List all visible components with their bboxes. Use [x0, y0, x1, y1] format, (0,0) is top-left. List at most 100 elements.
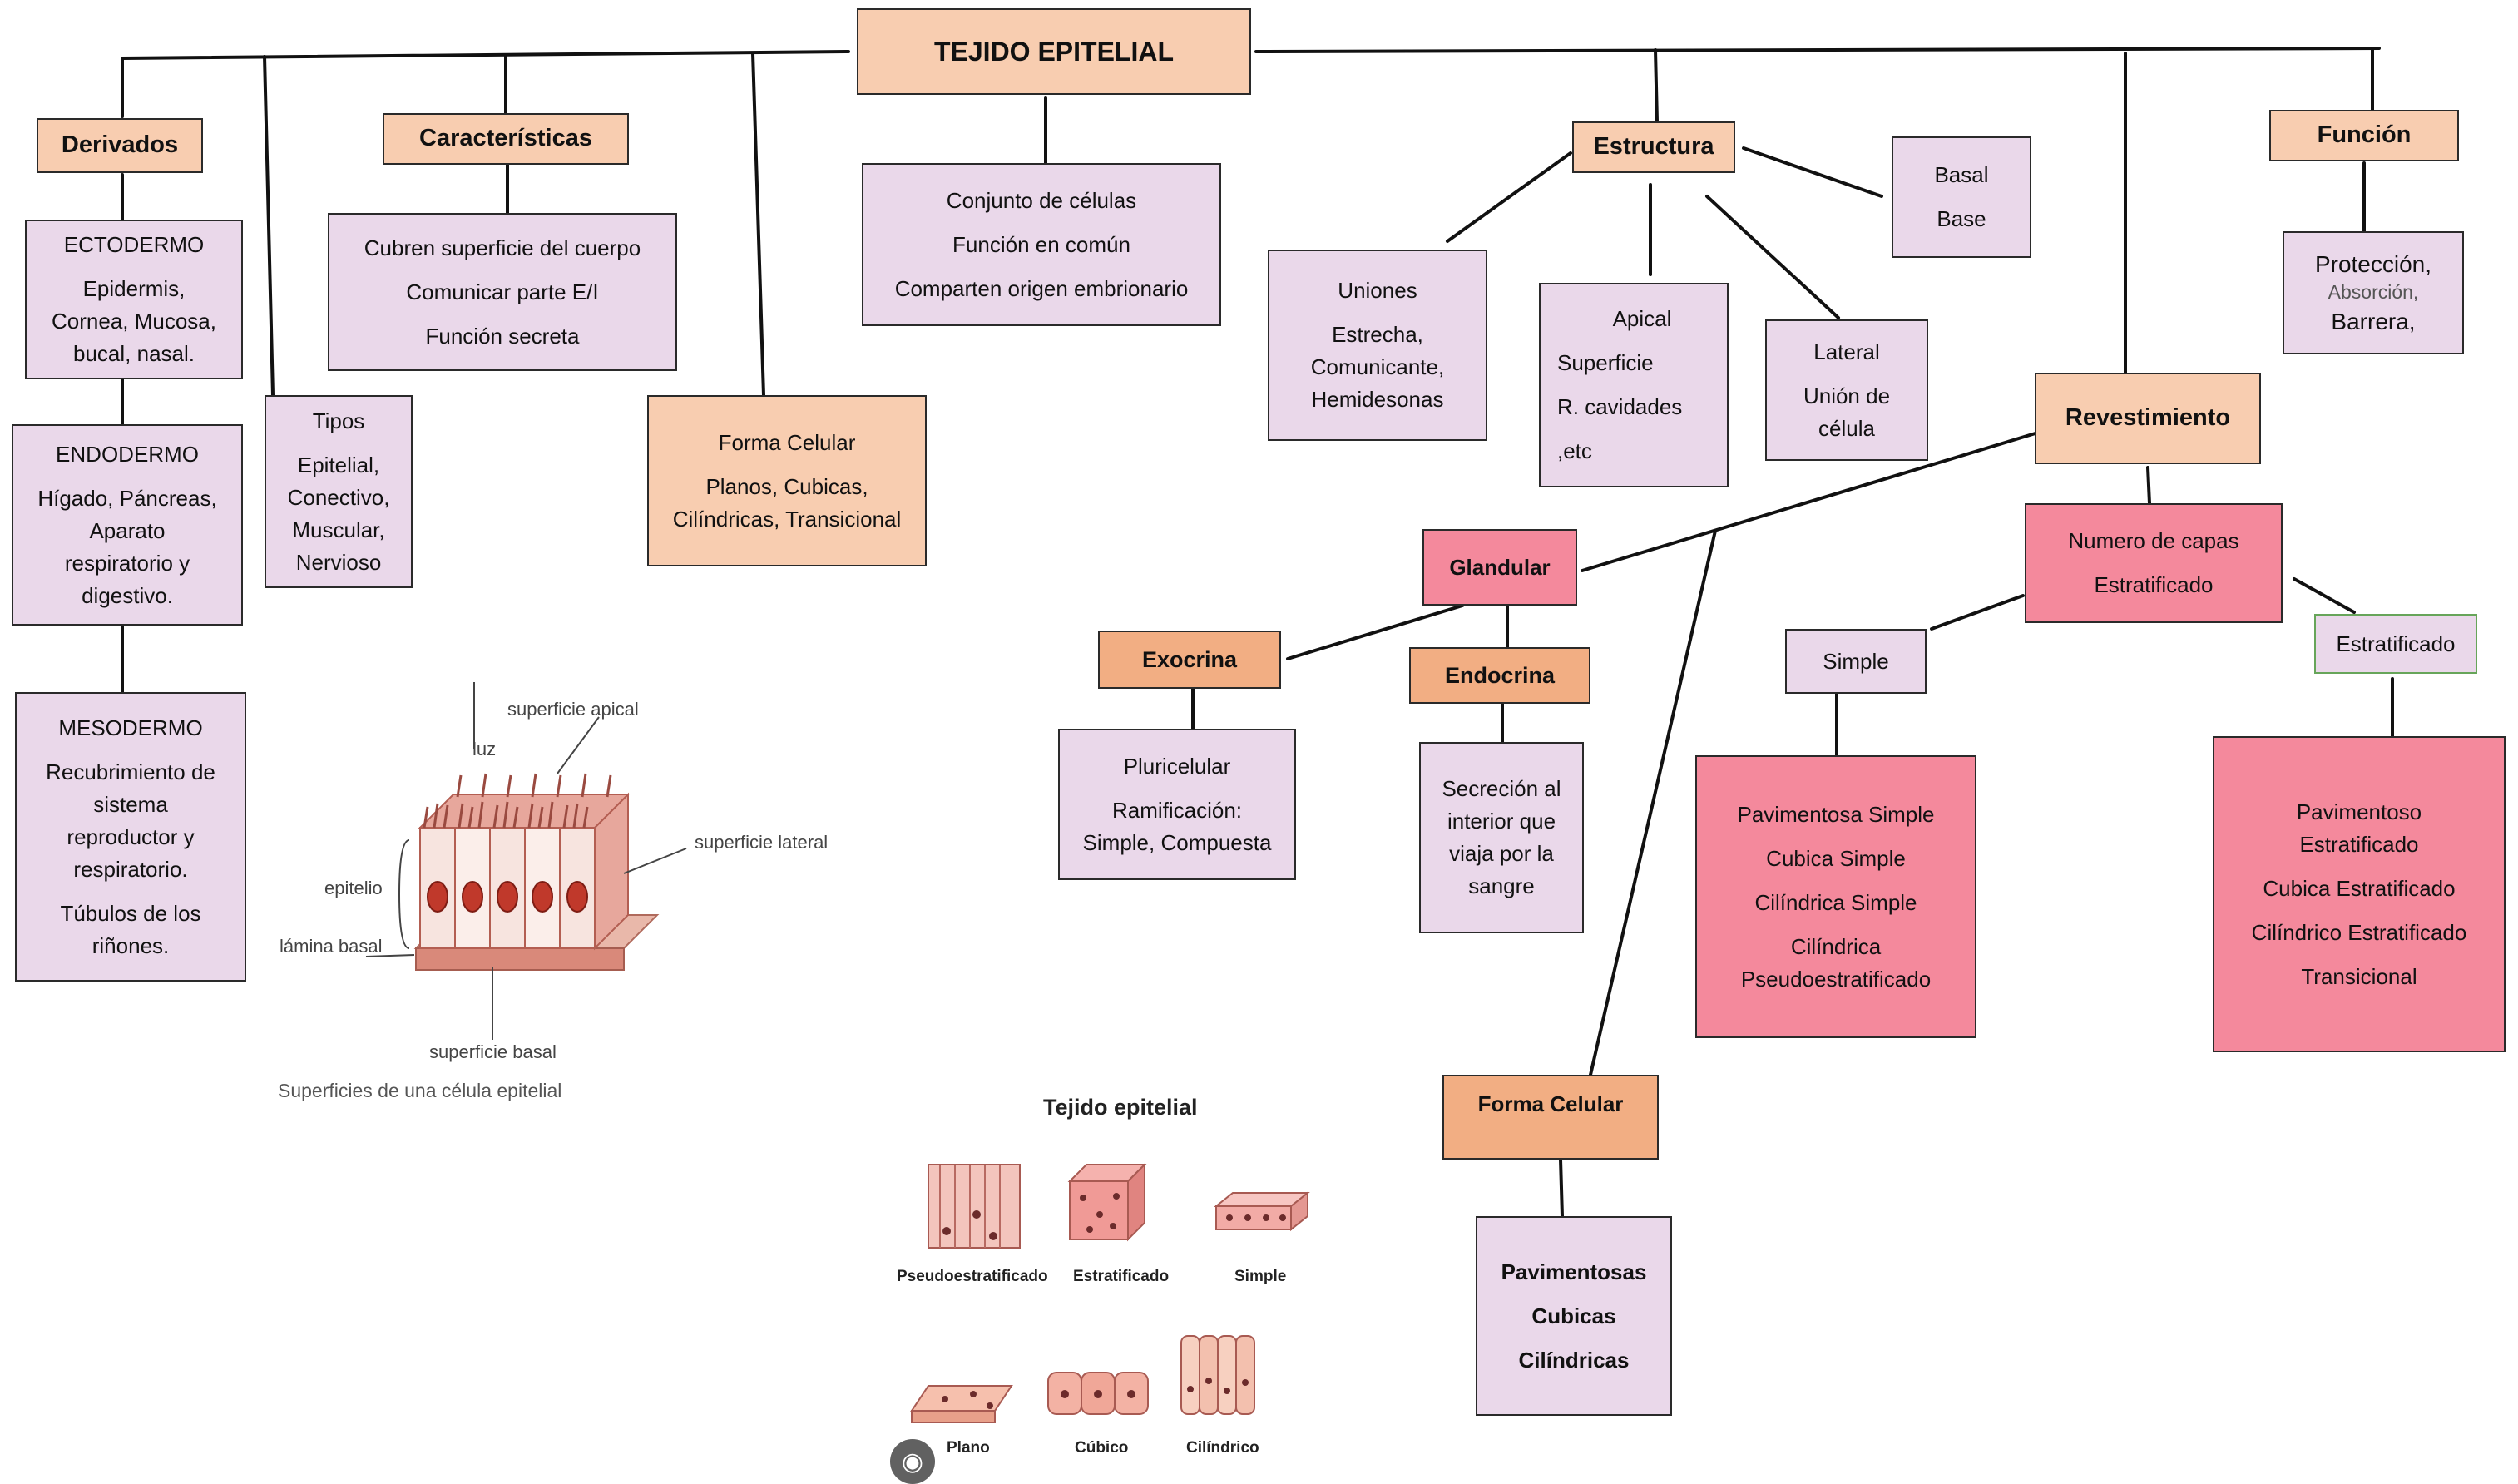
types-title: Tejido epitelial — [1043, 1095, 1198, 1120]
forma-celular-2-header: Forma Celular — [1442, 1075, 1659, 1160]
definicion-item: Función en común — [952, 231, 1130, 257]
endodermo-line: digestivo. — [82, 582, 173, 608]
estructura-label: Estructura — [1593, 133, 1714, 161]
caracteristicas-item: Comunicar parte E/I — [406, 279, 599, 304]
derivados-label: Derivados — [61, 131, 179, 159]
uniones-line: Estrecha, — [1332, 322, 1423, 347]
mesodermo-extra: riñones. — [92, 932, 170, 958]
label-epitelio: epitelio — [324, 878, 383, 898]
main-title-box: TEJIDO EPITELIAL — [857, 8, 1251, 95]
tipos-box: Tipos Epitelial, Conectivo, Muscular, Ne… — [265, 395, 413, 588]
lateral-name: Lateral — [1813, 339, 1880, 364]
basal-item: Basal — [1934, 162, 1989, 187]
endocrina-header: Endocrina — [1409, 647, 1590, 704]
endocrina-box: Secreción al interior que viaja por la s… — [1419, 742, 1584, 933]
ectodermo-name: ECTODERMO — [63, 232, 205, 257]
forma-celular-2-label: Forma Celular — [1477, 1091, 1624, 1116]
cell-surfaces-illustration: superficie apical luz superficie lateral… — [275, 682, 873, 1115]
apical-item: R. cavidades — [1557, 394, 1683, 419]
forma-celular-2-box: Pavimentosas Cubicas Cilíndricas — [1476, 1216, 1672, 1416]
type-label-plano: Plano — [947, 1439, 990, 1457]
epithelium-drawing — [365, 682, 687, 1040]
endocrina-line: interior que — [1447, 809, 1556, 834]
tipos-line: Epitelial, — [297, 452, 380, 477]
estratificado-type: Transicional — [2301, 963, 2417, 989]
simple-type: Cilíndrica Pseudoestratificado — [1740, 933, 1932, 992]
capas-item: Numero de capas — [2068, 528, 2239, 553]
simple-type: Pavimentosa Simple — [1737, 801, 1935, 827]
estratificado-type: Cilíndrico Estratificado — [2251, 919, 2467, 945]
label-surface-apical: superficie apical — [507, 699, 639, 720]
capas-item: Estratificado — [2094, 572, 2214, 597]
glandular-label: Glandular — [1449, 554, 1551, 580]
tipos-line: Muscular, — [292, 517, 385, 542]
revestimiento-header: Revestimiento — [2035, 373, 2261, 464]
lateral-box: Lateral Unión de célula — [1765, 319, 1928, 461]
tipos-line: Conectivo, — [287, 484, 390, 510]
ectodermo-line: Cornea, Mucosa, — [52, 309, 216, 334]
caracteristicas-item: Cubren superficie del cuerpo — [364, 235, 641, 260]
exocrina-line: Pluricelular — [1123, 753, 1231, 779]
caracteristicas-box: Cubren superficie del cuerpo Comunicar p… — [328, 213, 677, 371]
caracteristicas-header: Características — [383, 113, 629, 165]
exocrina-box: Pluricelular Ramificación: Simple, Compu… — [1058, 729, 1296, 880]
funcion-header: Función — [2269, 110, 2459, 161]
mesodermo-box: MESODERMO Recubrimiento de sistema repro… — [15, 692, 246, 982]
derivados-header: Derivados — [37, 118, 203, 173]
estratificado-type: Cubica Estratificado — [2263, 875, 2456, 901]
uniones-line: Comunicante, — [1310, 354, 1445, 379]
label-surface-lateral: superficie lateral — [695, 832, 829, 853]
funcion-label: Función — [2317, 121, 2412, 149]
mesodermo-line: sistema — [93, 791, 168, 817]
lens-search-icon[interactable]: ◉ — [890, 1439, 935, 1484]
caracteristicas-item: Función secreta — [425, 323, 580, 349]
lateral-line: célula — [1818, 415, 1875, 441]
estratificado-types-box: Pavimentoso Estratificado Cubica Estrati… — [2213, 736, 2506, 1052]
endodermo-box: ENDODERMO Hígado, Páncreas, Aparato resp… — [12, 424, 243, 626]
estratificado-label: Estratificado — [2336, 631, 2456, 656]
estratificado-type: Pavimentoso Estratificado — [2296, 799, 2422, 857]
tipos-header: Tipos — [312, 408, 365, 433]
mesodermo-name: MESODERMO — [58, 715, 203, 740]
funcion-line: Absorción, — [2328, 281, 2419, 304]
type-label-simple: Simple — [1234, 1268, 1287, 1285]
caption-cell-surfaces: Superficies de una célula epitelial — [278, 1080, 562, 1101]
endodermo-line: Hígado, Páncreas, — [37, 485, 217, 511]
definicion-item: Comparten origen embrionario — [894, 275, 1189, 301]
endocrina-line: Secreción al — [1442, 776, 1561, 801]
simple-types-box: Pavimentosa Simple Cubica Simple Cilíndr… — [1695, 755, 1976, 1038]
glandular-header: Glandular — [1422, 529, 1577, 606]
main-title: TEJIDO EPITELIAL — [933, 37, 1175, 67]
caracteristicas-label: Características — [419, 125, 592, 152]
mesodermo-line: Recubrimiento de — [46, 759, 215, 784]
apical-item: Apical — [1612, 306, 1672, 331]
funcion-line: Protección, — [2314, 250, 2432, 277]
endodermo-name: ENDODERMO — [56, 441, 199, 467]
type-label-cubico: Cúbico — [1075, 1439, 1129, 1457]
forma-celular-line: Planos, Cubicas, — [705, 473, 868, 499]
mesodermo-extra: Túbulos de los — [60, 900, 201, 926]
estructura-header: Estructura — [1572, 121, 1735, 173]
funcion-box: Protección, Absorción, Barrera, — [2283, 231, 2464, 354]
forma-celular-line: Cilíndricas, Transicional — [672, 506, 902, 532]
simple-box: Simple — [1785, 629, 1927, 694]
uniones-name: Uniones — [1338, 278, 1417, 303]
tipos-line: Nervioso — [295, 549, 382, 575]
forma-celular-2-item: Cilíndricas — [1518, 1347, 1630, 1373]
exocrina-label: Exocrina — [1141, 646, 1238, 672]
apical-item: Superficie — [1557, 350, 1654, 375]
ectodermo-box: ECTODERMO Epidermis, Cornea, Mucosa, buc… — [25, 220, 243, 379]
definicion-item: Conjunto de células — [946, 187, 1137, 213]
lateral-line: Unión de — [1803, 383, 1891, 408]
endocrina-label: Endocrina — [1444, 662, 1556, 688]
simple-type: Cilíndrica Simple — [1754, 889, 1917, 915]
mesodermo-line: respiratorio. — [73, 856, 188, 882]
definicion-box: Conjunto de células Función en común Com… — [862, 163, 1221, 326]
funcion-line: Barrera, — [2331, 308, 2416, 334]
simple-label: Simple — [1823, 648, 1889, 674]
tissue-types-illustration: Tejido epitelial — [890, 1090, 1356, 1481]
forma-celular-2-item: Cubicas — [1531, 1303, 1616, 1328]
mesodermo-line: reproductor y — [67, 824, 195, 849]
basal-item: Base — [1937, 206, 1986, 231]
